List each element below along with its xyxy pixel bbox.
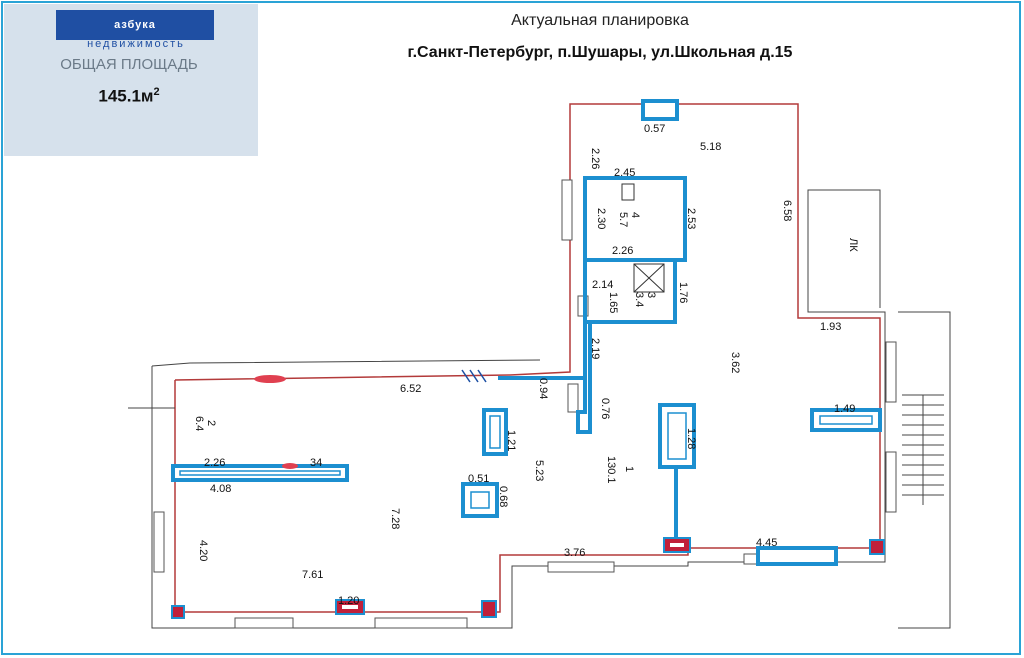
marker-inner [342, 543, 684, 609]
dim-2-26-top: 2.26 [589, 148, 601, 169]
dim-7-61: 7.61 [302, 569, 323, 581]
room-4-number: 4 [629, 212, 641, 218]
dim-0-57: 0.57 [644, 123, 665, 135]
total-area-label: ОБЩАЯ ПЛОЩАДЬ [60, 56, 198, 73]
toilet-fixture [621, 183, 635, 201]
door-marker [254, 375, 286, 383]
dim-0-51: 0.51 [468, 473, 489, 485]
room-1-area: 130.1 [605, 456, 617, 484]
room-2-area: 6.4 [193, 416, 205, 431]
column-inner-lines [179, 412, 873, 509]
dim-2-30: 2.30 [595, 208, 607, 229]
dim-4-08: 4.08 [210, 483, 231, 495]
dim-0-68: 0.68 [497, 486, 509, 507]
dim-2-19: 2.19 [589, 338, 601, 359]
dim-0-94: 0.94 [537, 378, 549, 399]
outer-wall-top [151, 359, 541, 367]
room-3-area: 3.4 [633, 292, 645, 307]
columns [171, 99, 882, 566]
room-2-number: 2 [205, 420, 217, 426]
plan-title: Актуальная планировка [511, 12, 689, 29]
dim-5-23: 5.23 [533, 460, 545, 481]
agency-logo: азбука [56, 10, 214, 40]
plan-address: г.Санкт-Петербург, п.Шушары, ул.Школьная… [407, 44, 793, 61]
dim-34: 34 [310, 457, 322, 469]
dim-5-18: 5.18 [700, 141, 721, 153]
dim-3-62: 3.62 [729, 352, 741, 373]
outer-wall-right-steps [898, 311, 951, 629]
shower-fixture [633, 263, 665, 293]
agency-logo-panel: азбука недвижимость [4, 4, 258, 156]
dim-1-28: 1.28 [685, 428, 697, 449]
door-marker-2 [282, 463, 298, 469]
dim-1-76: 1.76 [677, 282, 689, 303]
dim-3-76: 3.76 [564, 547, 585, 559]
dim-2-53: 2.53 [685, 208, 697, 229]
dim-1-21: 1.21 [505, 430, 517, 451]
stair-label-lk: ЛК [847, 238, 859, 252]
room-4-area: 5.7 [617, 212, 629, 227]
partitions [498, 176, 687, 540]
dim-2-26-left: 2.26 [204, 457, 225, 469]
premises-outline [174, 103, 881, 613]
dim-2-45: 2.45 [614, 167, 635, 179]
room-3-number: 3 [645, 292, 657, 298]
dim-6-52: 6.52 [400, 383, 421, 395]
dim-1-65: 1.65 [607, 292, 619, 313]
room-1-number: 1 [623, 466, 635, 472]
dim-1-93: 1.93 [820, 321, 841, 333]
dim-4-45: 4.45 [756, 537, 777, 549]
dim-7-28: 7.28 [389, 508, 401, 529]
dim-2-26-mid: 2.26 [612, 245, 633, 257]
dim-4-20: 4.20 [197, 540, 209, 561]
dim-6-58: 6.58 [781, 200, 793, 221]
total-area-value: 145.1м2 [98, 86, 160, 106]
agency-logo-subtitle: недвижимость [87, 38, 185, 50]
partition-hatch [461, 369, 487, 383]
dim-1-20: 1.20 [338, 595, 359, 607]
stairs [902, 394, 944, 505]
dim-2-14: 2.14 [592, 279, 613, 291]
dim-1-49: 1.49 [834, 403, 855, 415]
dim-0-76: 0.76 [599, 398, 611, 419]
